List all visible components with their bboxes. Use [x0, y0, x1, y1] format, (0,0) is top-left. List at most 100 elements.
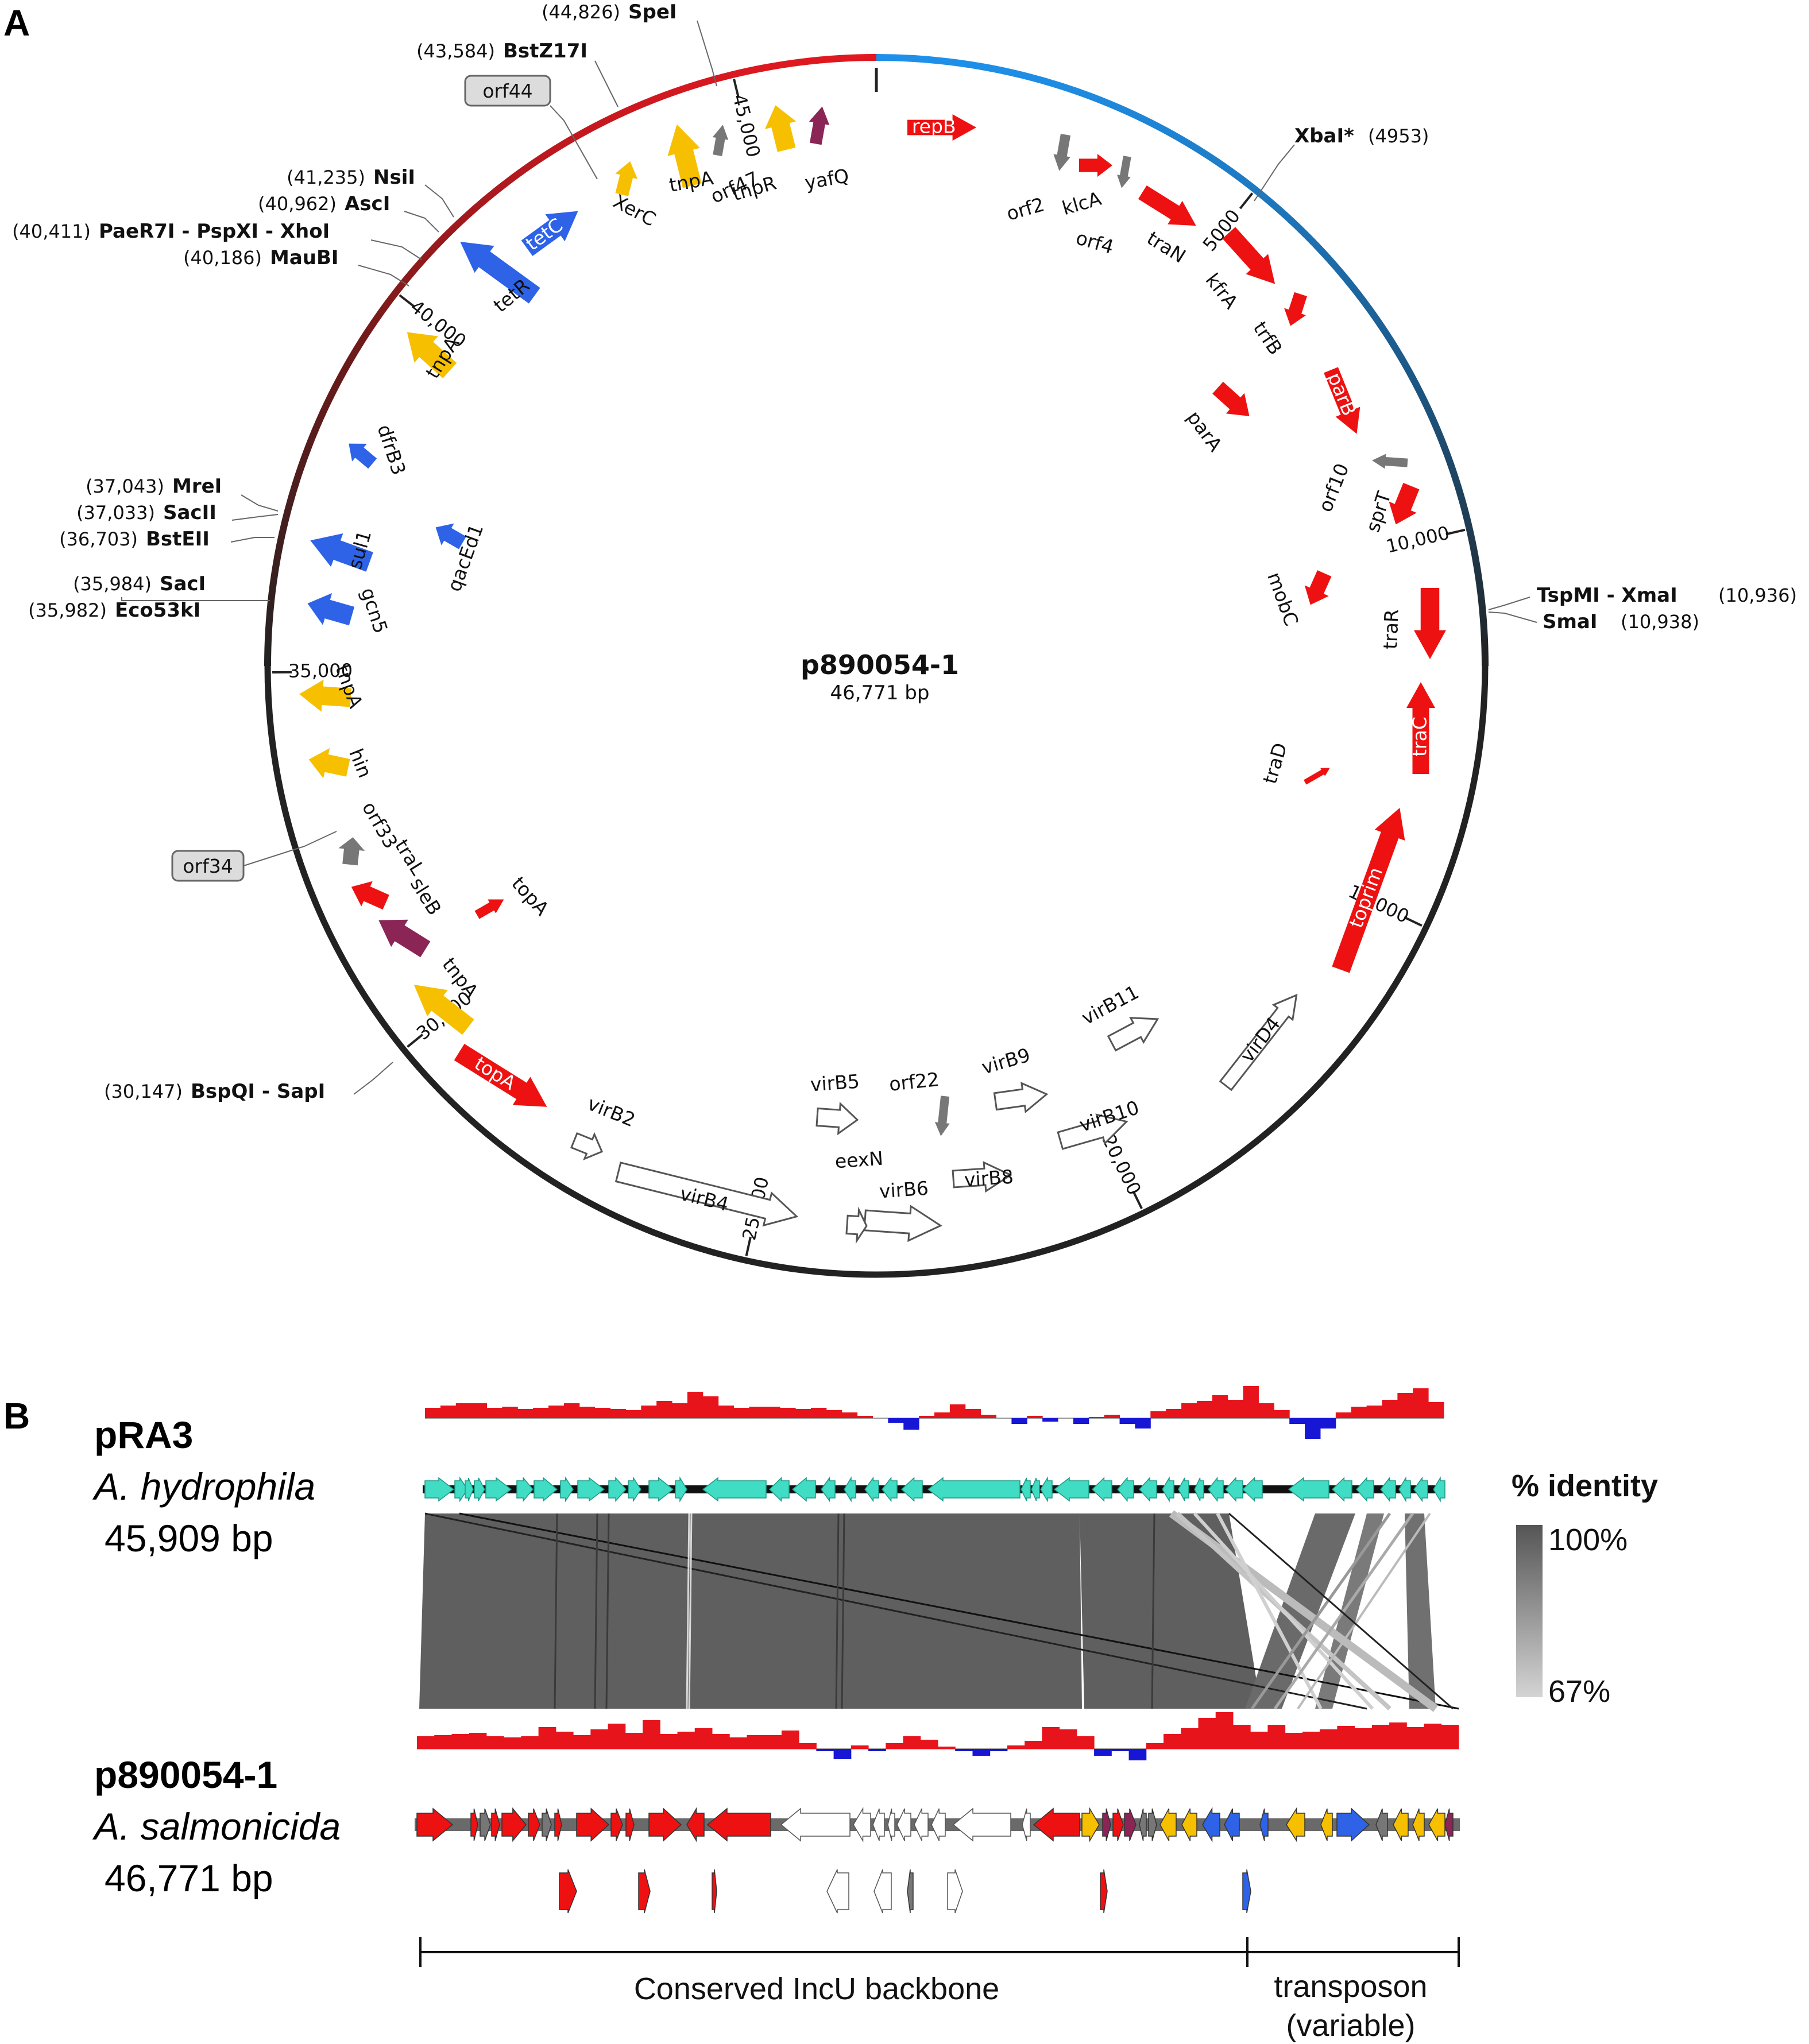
p890054-gene-arrow-row2: [712, 1869, 717, 1914]
gc-bar: [451, 1734, 470, 1749]
gene-arrow-virB8: [952, 1161, 1012, 1193]
p890054-gene-arrow: [1022, 1808, 1031, 1841]
plasmid-size: 46,771 bp: [830, 682, 930, 704]
site-num: (40,411): [12, 220, 91, 242]
gc-bar: [1441, 1725, 1459, 1749]
ring-tick: [407, 1033, 424, 1048]
gc-bar: [643, 1720, 660, 1749]
gc-bar: [729, 1737, 747, 1749]
pra3-gene-arrow: [474, 1477, 485, 1501]
gc-bar: [1104, 1415, 1120, 1418]
site-num: (40,962): [258, 193, 337, 215]
gene-arrow-repB: repB: [907, 114, 976, 141]
gc-bar: [799, 1743, 817, 1749]
pra3-gene-arrow: [864, 1476, 879, 1503]
synteny-line: [1151, 1513, 1155, 1709]
gene-label-parA: parA: [1182, 407, 1227, 456]
site-MauBI: (40,186) MauBI: [183, 246, 409, 287]
gene-label-orf22: orf22: [888, 1068, 940, 1095]
ring-tick: [1404, 916, 1423, 927]
ring-tick: [1445, 528, 1466, 536]
gc-bar: [1059, 1729, 1077, 1749]
p890054-gene-arrow: [1102, 1808, 1111, 1841]
gc-bar: [972, 1749, 991, 1756]
p890054-gene-arrow: [542, 1808, 552, 1841]
gc-bar: [1011, 1418, 1027, 1424]
gc-bar: [1337, 1726, 1355, 1749]
p890054-gene-arrow: [416, 1807, 454, 1842]
p890054-gene-arrow: [470, 1808, 478, 1841]
gc-bar: [1135, 1418, 1151, 1429]
gc-bar: [594, 1408, 611, 1418]
site-name: AscI: [345, 192, 390, 215]
pra3-gene-arrow: [844, 1476, 856, 1503]
gene-label-kfrA: kfrA: [1201, 269, 1243, 313]
gene-arrow-orf47: [712, 125, 729, 156]
synteny-line: [459, 1512, 1459, 1710]
site-name: XbaI*: [1294, 125, 1354, 148]
pra3-gene-arrow: [1413, 1476, 1428, 1503]
p890054-gene-arrow: [931, 1808, 946, 1841]
bottom-plasmid-name: p890054-1: [94, 1753, 277, 1796]
gene-arrow-tnpA: [299, 679, 352, 712]
gc-bar: [826, 1410, 842, 1418]
gene-arrow-parB: parB: [1323, 367, 1360, 434]
gc-bar: [521, 1736, 539, 1749]
gene-arrow-orf22: [934, 1095, 950, 1136]
site-num: (10,938): [1621, 611, 1699, 633]
gc-bar: [781, 1731, 799, 1749]
gc-bar: [1406, 1727, 1425, 1749]
gc-bar: [486, 1736, 504, 1749]
pra3-gene-arrow: [675, 1476, 687, 1503]
p890054-gene-arrow: [952, 1807, 1011, 1842]
p890054-gene-arrow-row2: [559, 1869, 577, 1914]
region-transposon-sub: (variable): [1286, 2008, 1415, 2043]
gene-label-virB2: virB2: [585, 1092, 639, 1131]
synteny-line: [688, 1513, 693, 1709]
gene-arrow-virB4: [614, 1162, 799, 1227]
p890054-gene-arrow: [576, 1807, 610, 1842]
gc-bar: [1119, 1418, 1135, 1424]
gc-bar: [747, 1735, 765, 1749]
top-plasmid-name: pRA3: [94, 1414, 193, 1456]
pra3-gene-arrow: [900, 1477, 923, 1502]
gc-bar: [718, 1406, 735, 1418]
gc-bar: [833, 1749, 852, 1759]
gc-bar: [1413, 1388, 1429, 1418]
legend-min: 67%: [1548, 1674, 1610, 1709]
gene-label-orf33: orf33: [358, 798, 402, 852]
gc-bar: [903, 1736, 921, 1749]
site-name: SmaI: [1543, 610, 1598, 633]
gc-bar: [1073, 1418, 1089, 1424]
gene-arrow-sul1: [310, 533, 373, 572]
plasmid-name: p890054-1: [801, 649, 959, 680]
bottom-plasmid-species: A. salmonicida: [92, 1805, 341, 1848]
gc-bar: [857, 1416, 873, 1418]
gc-bar: [471, 1403, 488, 1418]
synteny-line: [1297, 1512, 1431, 1710]
panel-b-letter: B: [3, 1395, 30, 1437]
gc-bar: [434, 1735, 452, 1749]
p890054-gene-arrow: [528, 1808, 540, 1841]
gc-bar: [694, 1728, 713, 1749]
site-num: (35,982): [28, 599, 107, 621]
legend-gradient-bar: [1516, 1525, 1543, 1697]
synteny-line: [594, 1513, 598, 1709]
gene-arrow-orf10: [1372, 454, 1408, 469]
gc-bar: [989, 1749, 1008, 1751]
site-name: BstEII: [146, 528, 210, 551]
gc-bar: [555, 1732, 574, 1749]
gene-label-virD4: virD4: [1236, 1013, 1285, 1067]
ring-tick: [733, 79, 740, 99]
pra3-gene-arrow: [454, 1476, 468, 1503]
top-plasmid-size: 45,909 bp: [105, 1517, 273, 1559]
gc-bar: [579, 1407, 596, 1418]
region-bracket: Conserved IncU backbone transposon (vari…: [419, 1937, 1460, 2043]
gc-bar: [610, 1409, 626, 1418]
synteny-band: [1080, 1513, 1261, 1709]
synteny-band: [1315, 1513, 1384, 1709]
site-MreI: (37,043) MreI: [86, 475, 279, 512]
gc-bar: [749, 1407, 765, 1418]
gc-bar: [919, 1416, 935, 1418]
